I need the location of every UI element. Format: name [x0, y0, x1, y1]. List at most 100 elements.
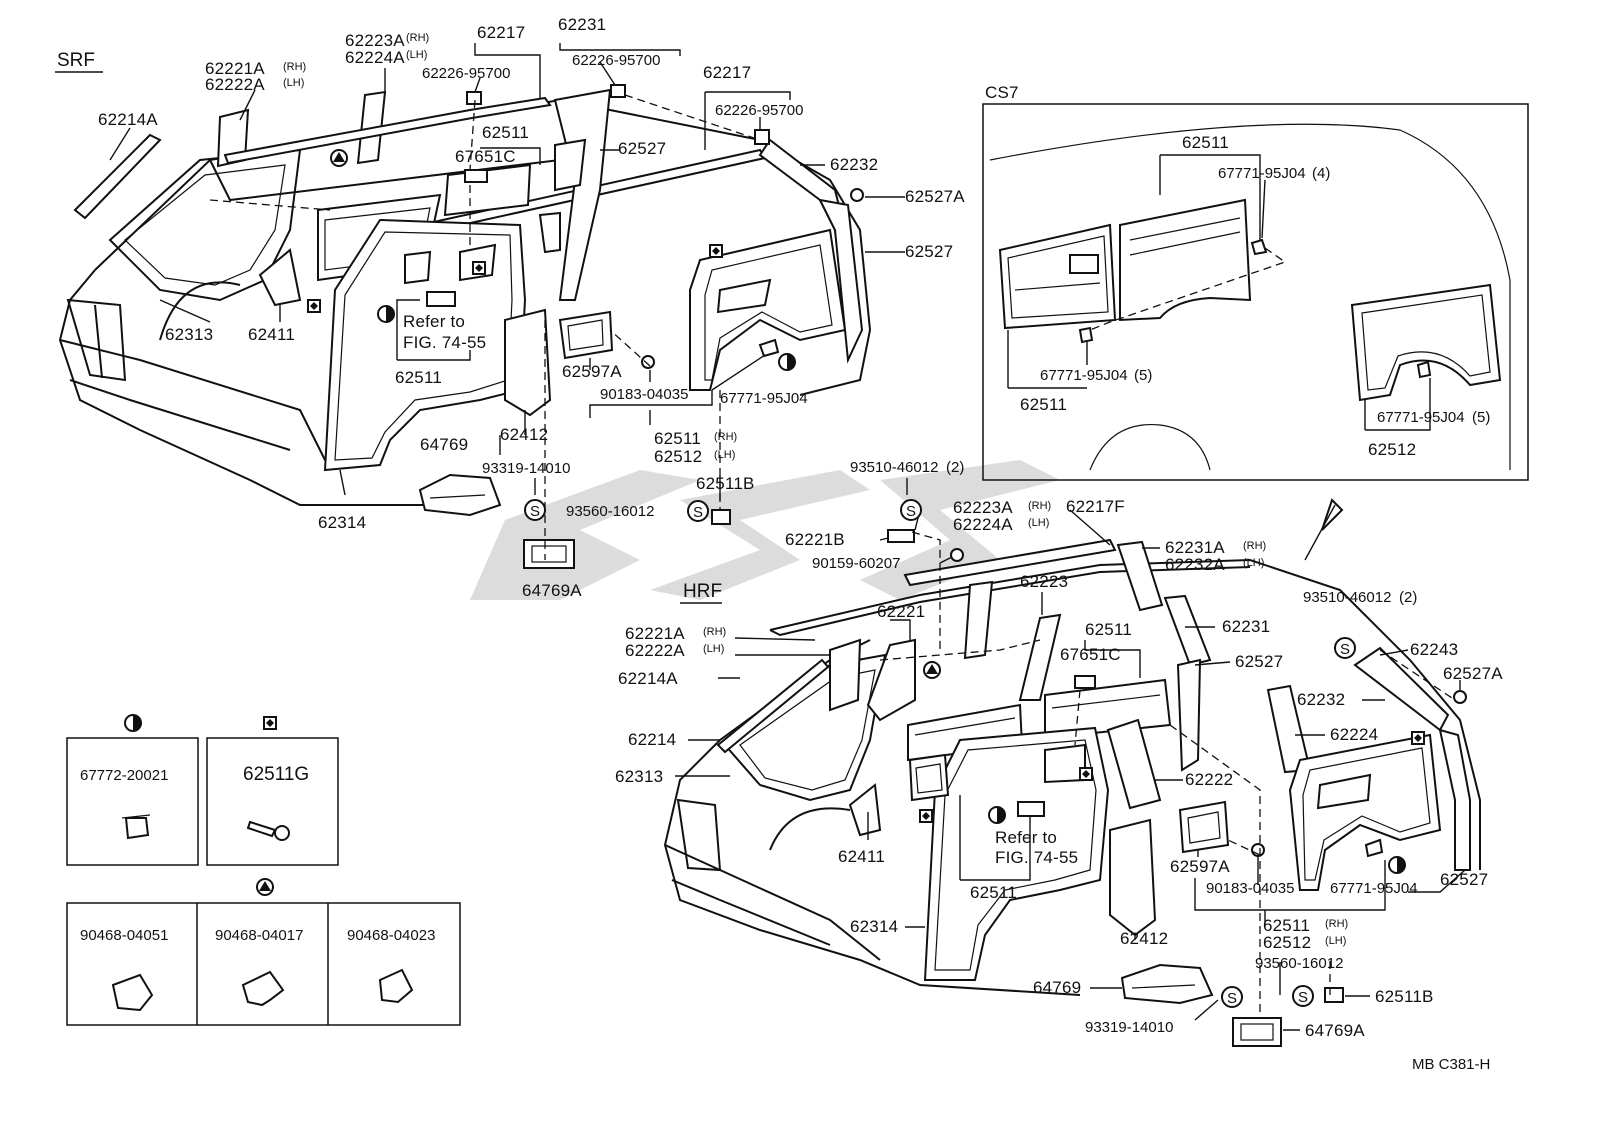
arrow-shaft — [1304, 504, 1336, 561]
srf-label-23: 62412 — [500, 425, 548, 444]
srf-label-7: 62222A — [205, 75, 265, 94]
cs7-label-4: 67771-95J04 — [1377, 409, 1465, 426]
legend-box-half-circle — [66, 737, 199, 866]
hrf-labels: 93510-46012 (2) 62223A (RH) 62224A (LH) … — [615, 459, 1503, 1040]
srf-label-22: 67771-95J04 — [720, 390, 808, 407]
srf-label-24: 62511 — [654, 429, 701, 448]
figure-code: MB C381-H — [1412, 1056, 1490, 1073]
legend-part-diamond: 62511G — [243, 764, 309, 785]
srf-label-5: 62226-95700 — [572, 52, 660, 69]
srf-label-29: 93560-16012 — [566, 503, 654, 520]
srf-refer-line2: FIG. 74-55 — [403, 333, 486, 352]
srf-labels: 62223A (RH) 62224A (LH) 62217 62231 6222… — [98, 15, 965, 600]
hrf-label-39: 64769A — [1305, 1021, 1365, 1040]
screw-icon — [246, 820, 277, 838]
hrf-label-25: 62411 — [838, 847, 885, 866]
hrf-label-31: 62314 — [850, 917, 898, 936]
arrow-up-icon — [1321, 498, 1344, 531]
section-cs7: CS7 — [985, 83, 1019, 102]
srf-label-0: 62223A — [345, 31, 405, 50]
srf-label-3: 62231 — [558, 15, 606, 34]
section-srf: SRF — [57, 50, 95, 71]
s-mark: S — [530, 503, 540, 520]
hrf-label-33: 62511 — [1263, 916, 1310, 935]
hrf-label-14: 62222A — [625, 641, 685, 660]
srf-label-4: 62226-95700 — [422, 65, 510, 82]
hrf-label-4: 62221B — [785, 530, 845, 549]
srf-label-6: 62221A — [205, 59, 265, 78]
cs7-label-1: 67771-95J04 — [1218, 165, 1306, 182]
hrf-label-32: 62412 — [1120, 929, 1168, 948]
hrf-label-10: 62221 — [877, 602, 925, 621]
section-hrf: HRF — [683, 581, 722, 602]
legend-part-triangle-2: 90468-04017 — [215, 927, 303, 944]
s-mark: S — [1227, 990, 1237, 1007]
svg-text:(LH): (LH) — [1325, 935, 1346, 947]
hrf-label-34: 62512 — [1263, 933, 1311, 952]
srf-label-13: 67651C — [455, 147, 516, 166]
legend-part-triangle-1: 90468-04051 — [80, 927, 168, 944]
hrf-label-37: 62511B — [1375, 987, 1434, 1006]
srf-label-16: 62527 — [905, 242, 953, 261]
srf-label-2: 62217 — [477, 23, 525, 42]
hrf-label-18: 62214A — [618, 669, 678, 688]
hrf-label-26: 62597A — [1170, 857, 1230, 876]
legend-box-diamond — [206, 737, 339, 866]
hrf-label-23: 62313 — [615, 767, 663, 786]
cs7-label-2: 67771-95J04 — [1040, 367, 1128, 384]
cs7-label-0: 62511 — [1182, 133, 1229, 152]
cs7-labels: 62511 67771-95J04 (4) 67771-95J04 (5) 62… — [1020, 133, 1490, 459]
srf-label-10: 62214A — [98, 110, 158, 129]
srf-label-19: 62511 — [395, 368, 442, 387]
srf-label-27: 93319-14010 — [482, 460, 570, 477]
srf-label-28: 62511B — [696, 474, 755, 493]
svg-text:(LH): (LH) — [283, 77, 304, 89]
cs7-label-5: 62512 — [1368, 440, 1416, 459]
s-mark: S — [693, 504, 703, 521]
srf-symbols: S S — [307, 149, 796, 522]
hrf-label-38: 93319-14010 — [1085, 1019, 1173, 1036]
hrf-label-19: 62527A — [1443, 664, 1503, 683]
hrf-label-20: 62232 — [1297, 690, 1345, 709]
svg-text:(LH): (LH) — [1243, 557, 1264, 569]
hrf-label-13: 62221A — [625, 624, 685, 643]
clip-icon — [124, 817, 150, 840]
s-mark: S — [906, 503, 916, 520]
svg-text:(LH): (LH) — [714, 449, 735, 461]
hrf-label-29: 62527 — [1440, 870, 1488, 889]
srf-label-14: 62232 — [830, 155, 878, 174]
hrf-label-22: 62224 — [1330, 725, 1378, 744]
hrf-label-28: 67771-95J04 — [1330, 880, 1418, 897]
svg-text:(2): (2) — [946, 459, 964, 476]
srf-label-20: 62597A — [562, 362, 622, 381]
hrf-refer-line2: FIG. 74-55 — [995, 848, 1078, 867]
svg-text:(LH): (LH) — [406, 49, 427, 61]
hrf-label-9: 93510-46012 — [1303, 589, 1391, 606]
svg-text:(RH): (RH) — [1028, 500, 1051, 512]
hrf-vehicle — [663, 478, 1481, 1047]
hrf-label-21: 62214 — [628, 730, 676, 749]
hrf-label-27: 90183-04035 — [1206, 880, 1294, 897]
hrf-label-6: 62232A — [1165, 555, 1225, 574]
legend: 67772-20021 62511G 90468-04051 90468-040… — [66, 714, 461, 1026]
hrf-label-12: 62231 — [1222, 617, 1270, 636]
clip-icon — [378, 968, 414, 1004]
srf-label-1: 62224A — [345, 48, 405, 67]
svg-text:(RH): (RH) — [703, 626, 726, 638]
s-mark: S — [1298, 989, 1308, 1006]
hrf-label-11: 62511 — [1085, 620, 1132, 639]
svg-text:(RH): (RH) — [714, 431, 737, 443]
cs7-inset — [982, 103, 1529, 481]
srf-label-31: 64769A — [522, 581, 582, 600]
hrf-label-30: 62511 — [970, 883, 1017, 902]
hrf-label-3: 62217F — [1066, 497, 1125, 516]
srf-label-25: 62512 — [654, 447, 702, 466]
srf-label-26: 64769 — [420, 435, 468, 454]
hrf-label-7: 90159-60207 — [812, 555, 900, 572]
hrf-label-36: 64769 — [1033, 978, 1081, 997]
hrf-label-0: 93510-46012 — [850, 459, 938, 476]
srf-label-8: 62217 — [703, 63, 751, 82]
srf-label-30: 62314 — [318, 513, 366, 532]
